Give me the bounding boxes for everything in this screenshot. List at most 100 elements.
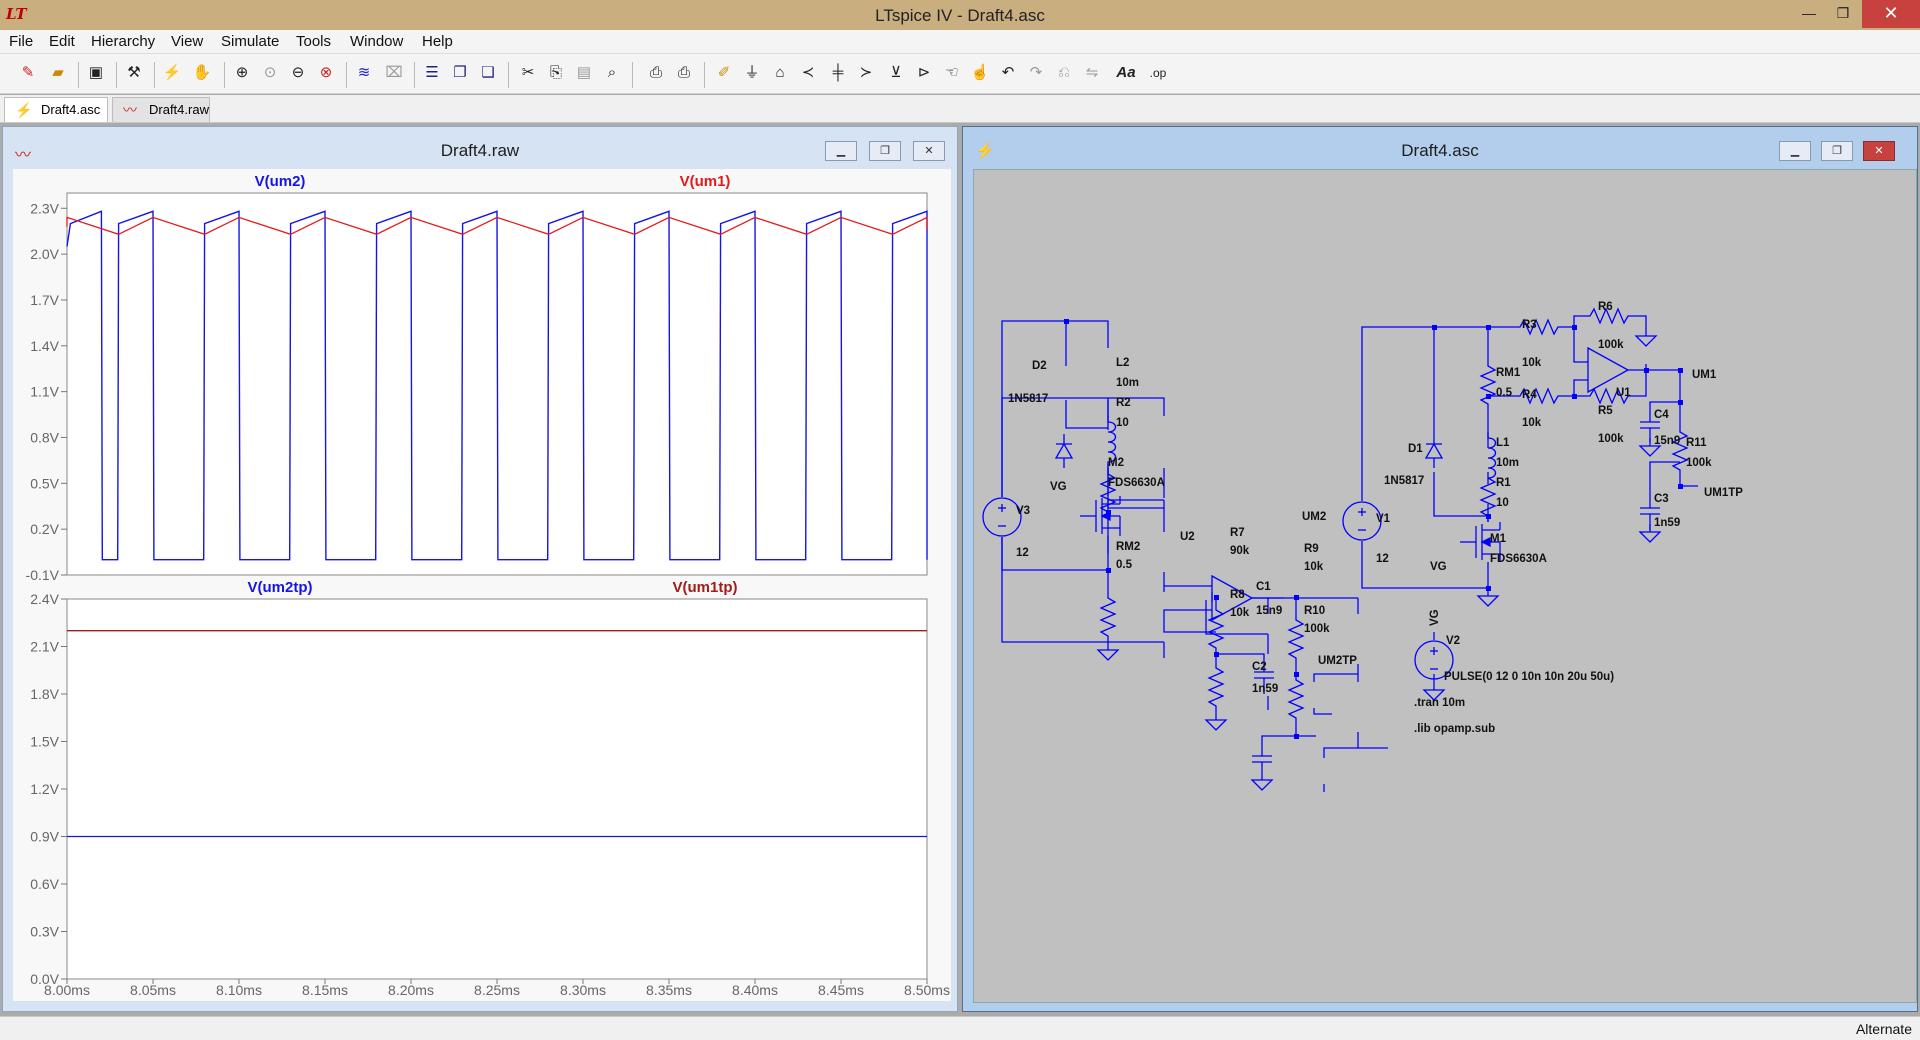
um2tp-net-label[interactable]: UM2TP	[1318, 655, 1357, 667]
d2-part-label[interactable]: 1N5817	[1008, 393, 1048, 405]
r1-label[interactable]: R1	[1496, 477, 1511, 489]
v2-value[interactable]: PULSE(0 12 0 10n 10n 20u 50u)	[1444, 671, 1614, 683]
ground-icon[interactable]: ⏚	[744, 64, 760, 81]
d1-label[interactable]: D1	[1408, 443, 1423, 455]
vg-net-label-left[interactable]: VG	[1050, 481, 1067, 493]
child-minimize-button[interactable]: ▁	[825, 141, 857, 161]
r10-value[interactable]: 100k	[1304, 623, 1330, 635]
v1-label[interactable]: V1	[1376, 513, 1391, 525]
rotate-icon[interactable]: ⎌	[1057, 64, 1070, 81]
spice-directive-icon[interactable]: .op	[1149, 66, 1167, 80]
m1-part-label[interactable]: FDS6630A	[1490, 553, 1547, 565]
trace-v-um2[interactable]	[66, 210, 928, 561]
um1-net-label[interactable]: UM1	[1692, 369, 1717, 381]
vg-net-label-right[interactable]: VG	[1430, 561, 1447, 573]
r4-value[interactable]: 10k	[1522, 417, 1542, 429]
m1-label[interactable]: M1	[1490, 533, 1507, 545]
child-minimize-button[interactable]: ▁	[1779, 141, 1811, 161]
zoom-out-icon[interactable]: ⊙	[263, 64, 277, 81]
menu-tools[interactable]: Tools	[296, 33, 332, 50]
r5-label[interactable]: R5	[1598, 405, 1613, 417]
cascade-icon[interactable]: ❐	[453, 64, 467, 81]
r3-value[interactable]: 10k	[1522, 357, 1542, 369]
schematic-drawing[interactable]	[974, 170, 1918, 1004]
tile-horizontal-icon[interactable]: ☰	[425, 64, 439, 81]
close-button[interactable]: ✕	[1862, 0, 1920, 28]
drag-icon[interactable]: ☝	[970, 64, 990, 81]
d2-label[interactable]: D2	[1032, 360, 1047, 372]
r3-label[interactable]: R3	[1522, 319, 1537, 331]
zoom-in-icon[interactable]: ⊕	[235, 64, 249, 81]
delete-trace-icon[interactable]: ⌧	[385, 64, 403, 81]
capacitor-icon[interactable]: ╪	[832, 64, 844, 81]
lib-directive[interactable]: .lib opamp.sub	[1414, 723, 1495, 735]
r4-label[interactable]: R4	[1522, 389, 1537, 401]
r5-value[interactable]: 100k	[1598, 433, 1624, 445]
trace-label-v-um2[interactable]: V(um2)	[255, 173, 306, 190]
new-schematic-icon[interactable]: ✎	[21, 64, 35, 81]
print-preview-icon[interactable]: ⎙	[649, 64, 662, 81]
child-close-button[interactable]: ✕	[913, 141, 945, 161]
halt-icon[interactable]: ✋	[192, 64, 212, 81]
v1-value[interactable]: 12	[1376, 553, 1389, 565]
vg-net-label-top[interactable]: VG	[1429, 609, 1441, 626]
v2-label[interactable]: V2	[1446, 635, 1460, 647]
u1-label[interactable]: U1	[1616, 387, 1631, 399]
run-icon[interactable]: ⚡	[162, 64, 182, 81]
inductor-icon[interactable]: ≻	[859, 64, 873, 81]
trace-label-v-um1[interactable]: V(um1)	[680, 173, 731, 190]
r7-label[interactable]: R7	[1230, 527, 1245, 539]
u2-label[interactable]: U2	[1180, 531, 1195, 543]
move-icon[interactable]: ☜	[945, 64, 959, 81]
um2-net-label[interactable]: UM2	[1302, 511, 1326, 523]
open-icon[interactable]: ▰	[52, 64, 64, 81]
copy-icon[interactable]: ⎘	[549, 64, 562, 81]
zoom-back-icon[interactable]: ⊖	[291, 64, 305, 81]
c3-label[interactable]: C3	[1654, 493, 1669, 505]
trace-v-um1[interactable]	[66, 216, 928, 236]
cut-icon[interactable]: ✂	[521, 64, 535, 81]
r9-value[interactable]: 10k	[1304, 561, 1324, 573]
r2-label[interactable]: R2	[1116, 397, 1131, 409]
menu-edit[interactable]: Edit	[49, 33, 75, 50]
minimize-button[interactable]: —	[1802, 5, 1816, 21]
rm1-label[interactable]: RM1	[1496, 367, 1521, 379]
r11-label[interactable]: R11	[1686, 437, 1707, 449]
r8-label[interactable]: R8	[1230, 589, 1245, 601]
r10-label[interactable]: R10	[1304, 605, 1325, 617]
r1-value[interactable]: 10	[1496, 497, 1509, 509]
save-icon[interactable]: ▣	[88, 64, 104, 81]
tran-directive[interactable]: .tran 10m	[1414, 697, 1465, 709]
child-restore-button[interactable]: ❐	[869, 141, 901, 161]
rm2-label[interactable]: RM2	[1116, 541, 1140, 553]
v3-value[interactable]: 12	[1016, 547, 1029, 559]
resistor-icon[interactable]: ≺	[801, 64, 815, 81]
c2-label[interactable]: C2	[1252, 661, 1267, 673]
tab-draft4-asc[interactable]: ⚡ Draft4.asc	[4, 97, 108, 122]
menu-hierarchy[interactable]: Hierarchy	[91, 33, 156, 50]
um1tp-net-label[interactable]: UM1TP	[1704, 487, 1743, 499]
c4-label[interactable]: C4	[1654, 409, 1669, 421]
r6-label[interactable]: R6	[1598, 301, 1613, 313]
r6-value[interactable]: 100k	[1598, 339, 1624, 351]
l2-value[interactable]: 10m	[1116, 377, 1139, 389]
tab-draft4-raw[interactable]: 〰 Draft4.raw	[112, 97, 210, 122]
schematic-canvas[interactable]: D2 1N5817 L2 10m R2 10 M2 FDS6630A VG V3…	[973, 169, 1917, 1003]
component-icon[interactable]: ⊳	[917, 64, 931, 81]
menu-help[interactable]: Help	[422, 33, 453, 50]
child-restore-button[interactable]: ❐	[1821, 141, 1853, 161]
mirror-icon[interactable]: ⇋	[1085, 64, 1099, 81]
wire-icon[interactable]: ✐	[717, 64, 731, 81]
trace-label-v-um2tp[interactable]: V(um2tp)	[248, 579, 313, 596]
menu-simulate[interactable]: Simulate	[221, 33, 280, 50]
v3-label[interactable]: V3	[1016, 505, 1030, 517]
find-icon[interactable]: ⌕	[607, 64, 617, 81]
control-panel-icon[interactable]: ⚒	[127, 64, 141, 81]
c4-value[interactable]: 15n9	[1654, 435, 1680, 447]
r9-label[interactable]: R9	[1304, 543, 1319, 555]
c1-value[interactable]: 15n9	[1256, 605, 1282, 617]
r2-value[interactable]: 10	[1116, 417, 1129, 429]
undo-icon[interactable]: ↶	[1001, 64, 1015, 81]
rm1-value[interactable]: 0.5	[1496, 387, 1513, 399]
c1-label[interactable]: C1	[1256, 581, 1271, 593]
